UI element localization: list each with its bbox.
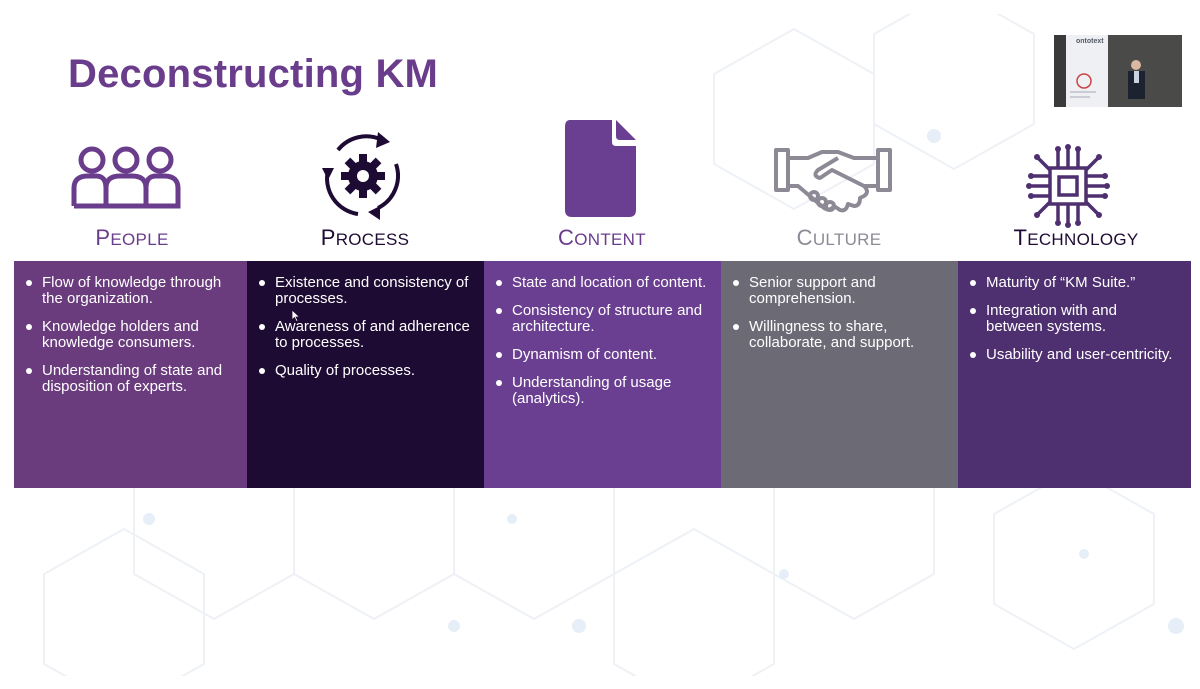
- gear-cycle-icon: [322, 132, 400, 220]
- list-item: Flow of knowledge through the organizati…: [26, 275, 233, 307]
- technology-bullet-list: Maturity of “KM Suite.” Integration with…: [970, 275, 1177, 363]
- list-item: Quality of processes.: [259, 363, 470, 379]
- content-bullet-list: State and location of content. Consisten…: [496, 275, 707, 407]
- mouse-cursor-icon: [292, 310, 300, 322]
- panel-content: State and location of content. Consisten…: [484, 261, 721, 488]
- slide: Deconstructing KM ontotext: [14, 14, 1191, 676]
- list-item: Awareness of and adherence to processes.: [259, 319, 470, 351]
- people-icon: [71, 146, 181, 209]
- list-item: Knowledge holders and knowledge consumer…: [26, 319, 233, 351]
- panel-technology: Maturity of “KM Suite.” Integration with…: [958, 261, 1191, 488]
- document-icon: [565, 120, 636, 217]
- list-item: Understanding of state and disposition o…: [26, 363, 233, 395]
- slide-title: Deconstructing KM: [68, 52, 439, 96]
- panel-process: Existence and consistency of processes. …: [247, 261, 484, 488]
- list-item: Maturity of “KM Suite.”: [970, 275, 1177, 291]
- label-technology: TECHNOLOGY: [1013, 225, 1139, 250]
- chip-icon: [1026, 144, 1110, 228]
- km-dimension-panels: Flow of knowledge through the organizati…: [14, 261, 1191, 488]
- label-process: PROCESS: [320, 225, 410, 250]
- label-culture: CULTURE: [796, 225, 882, 250]
- list-item: Usability and user-centricity.: [970, 347, 1177, 363]
- panel-people: Flow of knowledge through the organizati…: [14, 261, 247, 488]
- list-item: State and location of content.: [496, 275, 707, 291]
- list-item: Consistency of structure and architectur…: [496, 303, 707, 335]
- process-bullet-list: Existence and consistency of processes. …: [259, 275, 470, 379]
- label-people: PEOPLE: [95, 225, 169, 250]
- presenter-video-frame: [1054, 35, 1182, 107]
- list-item: Senior support and comprehension.: [733, 275, 944, 307]
- handshake-icon: [774, 148, 892, 213]
- list-item: Integration with and between systems.: [970, 303, 1177, 335]
- list-item: Existence and consistency of processes.: [259, 275, 470, 307]
- panel-culture: Senior support and comprehension. Willin…: [721, 261, 958, 488]
- label-content: CONTENT: [558, 225, 646, 250]
- culture-bullet-list: Senior support and comprehension. Willin…: [733, 275, 944, 351]
- people-bullet-list: Flow of knowledge through the organizati…: [26, 275, 233, 395]
- presenter-video-thumbnail[interactable]: ontotext: [1054, 35, 1182, 107]
- list-item: Willingness to share, collaborate, and s…: [733, 319, 944, 351]
- video-banner-text: ontotext: [1076, 38, 1104, 45]
- list-item: Dynamism of content.: [496, 347, 707, 363]
- list-item: Understanding of usage (analytics).: [496, 375, 707, 407]
